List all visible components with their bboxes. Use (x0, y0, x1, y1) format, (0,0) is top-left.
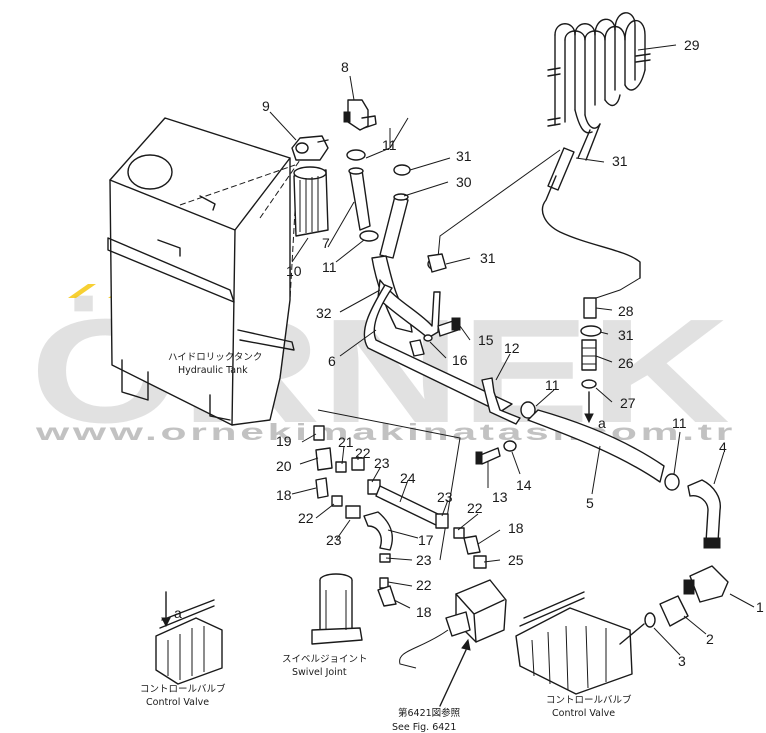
callout-6: 6 (328, 353, 336, 369)
control-valve-right (515, 591, 645, 695)
callout-23c: 23 (437, 489, 453, 505)
callout-31b: 31 (612, 153, 628, 169)
bolt-15 (437, 317, 461, 337)
control-valve-left-label-jp: コントロールバルブ (140, 683, 226, 695)
bolt-13-washer-14 (475, 440, 517, 465)
pipe-4 (687, 479, 721, 549)
hose-30 (379, 193, 409, 259)
line-to-28 (595, 277, 641, 299)
callout-29: 29 (684, 37, 700, 53)
callout-20: 20 (276, 458, 292, 474)
swivel-joint-label-en: Swivel Joint (292, 667, 347, 678)
callout-2: 2 (706, 631, 714, 647)
control-valve-right-label-en: Control Valve (552, 708, 615, 719)
see-fig-leader (439, 638, 471, 707)
callout-31c: 31 (480, 250, 496, 266)
fitting-26 (581, 339, 597, 371)
callout-22a: 22 (355, 445, 371, 461)
callout-4: 4 (719, 439, 727, 455)
hose-7 (348, 167, 371, 231)
see-fig-label-jp: 第6421図参照 (398, 707, 461, 719)
callout-27: 27 (620, 395, 636, 411)
fitting-28 (583, 297, 597, 319)
callout-23b: 23 (326, 532, 342, 548)
callout-17: 17 (418, 532, 434, 548)
callout-1: 1 (756, 599, 764, 615)
callout-7: 7 (322, 235, 330, 251)
arrow-a-bottom (161, 591, 171, 628)
callout-11a: 11 (382, 137, 397, 153)
o-ring-3 (644, 612, 656, 628)
callout-11d: 11 (672, 415, 687, 431)
oil-filter-cartridge (293, 166, 329, 237)
control-valve-left-label-en: Control Valve (146, 697, 209, 708)
callout-15: 15 (478, 332, 494, 348)
callout-numbers: 1 2 3 4 5 6 7 8 9 10 11 11 11 11 12 13 1… (262, 37, 764, 669)
callout-14: 14 (516, 477, 532, 493)
callout-11c: 11 (545, 377, 560, 393)
hydraulic-tank-label-jp: ハイドロリックタンク (168, 352, 262, 363)
callout-28: 28 (618, 303, 634, 319)
callout-32: 32 (316, 305, 332, 321)
hose-to-fitting-31 (427, 149, 561, 273)
callout-18b: 18 (508, 520, 524, 536)
callout-3: 3 (678, 653, 686, 669)
callout-12: 12 (504, 340, 520, 356)
arrow-a-top-label: a (598, 415, 606, 431)
pipe-12-bracket (409, 339, 521, 425)
oil-cooler (547, 12, 651, 161)
control-valve-left (155, 599, 223, 685)
o-ring-27 (581, 379, 597, 389)
callout-13: 13 (492, 489, 508, 505)
callout-31d: 31 (618, 327, 634, 343)
hose-31-top (541, 147, 641, 279)
callout-23d: 23 (416, 552, 432, 568)
pipe-32 (371, 255, 441, 339)
leader-lines (269, 44, 755, 656)
elbow-1 (683, 565, 729, 603)
callout-19: 19 (276, 433, 292, 449)
callout-31a: 31 (456, 148, 472, 164)
callout-21: 21 (338, 434, 354, 450)
callout-23a: 23 (374, 455, 390, 471)
arrow-a-bottom-label: a (174, 605, 182, 621)
callout-16: 16 (452, 352, 468, 368)
control-valve-right-label-jp: コントロールバルブ (546, 694, 632, 706)
arrow-a-top (584, 391, 594, 424)
callout-10: 10 (286, 263, 302, 279)
swivel-joint-label-jp: スイベルジョイント (282, 654, 368, 665)
washer-16 (423, 334, 433, 342)
hydraulic-tank (107, 117, 301, 426)
callout-18c: 18 (416, 604, 432, 620)
hydraulic-tank-label-en: Hydraulic Tank (178, 365, 248, 376)
callout-24: 24 (400, 470, 416, 486)
hose-5 (527, 409, 665, 483)
adapter-2 (659, 595, 689, 627)
callout-8: 8 (341, 59, 349, 75)
callout-26: 26 (618, 355, 634, 371)
filter-head (291, 135, 329, 161)
valve-block-25 (399, 555, 507, 669)
callout-9: 9 (262, 98, 270, 114)
callout-18a: 18 (276, 487, 292, 503)
callout-11b: 11 (322, 259, 337, 275)
swivel-joint (311, 573, 363, 645)
fitting-cluster-left (313, 409, 481, 607)
see-fig-label-en: See Fig. 6421 (392, 722, 456, 733)
watermark-accent-left (68, 284, 96, 298)
pipe-6 (363, 284, 513, 413)
callout-22d: 22 (416, 577, 432, 593)
callout-5: 5 (586, 495, 594, 511)
callout-25: 25 (508, 552, 524, 568)
callout-30: 30 (456, 174, 472, 190)
elbow-fitting-8 (343, 99, 377, 131)
callout-22c: 22 (467, 500, 483, 516)
callout-22b: 22 (298, 510, 314, 526)
